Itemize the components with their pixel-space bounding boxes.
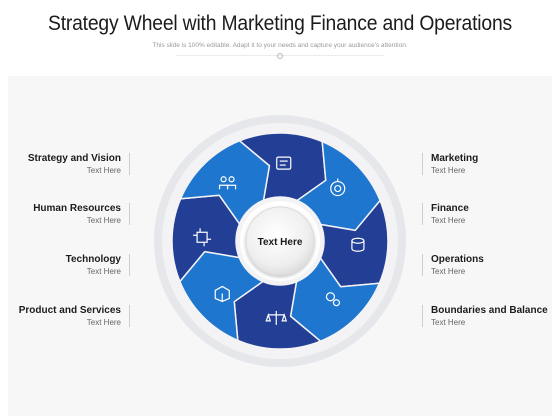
people-hr-icon (218, 176, 237, 190)
wheel-segment (171, 194, 241, 283)
label-title: Boundaries and Balance (431, 305, 548, 316)
subtitle-dot-icon (277, 53, 283, 59)
wheel-segment (238, 132, 327, 202)
wheel-icons (193, 156, 365, 325)
label-human-resources: Human Resources Text Here (33, 203, 130, 225)
label-desc: Text Here (86, 318, 121, 327)
wheel-segment (179, 140, 271, 225)
label-title: Finance (431, 203, 469, 214)
label-finance: Finance Text Here (422, 203, 469, 225)
label-desc: Text Here (86, 166, 121, 175)
label-marketing: Marketing Text Here (422, 153, 478, 175)
coins-finance-icon (351, 237, 365, 252)
label-title: Human Resources (33, 203, 121, 214)
chess-strategy-icon (276, 156, 292, 170)
label-technology: Technology Text Here (66, 254, 130, 276)
label-desc: Text Here (431, 267, 466, 276)
circuit-technology-icon (193, 228, 212, 247)
label-boundaries-and-balance: Boundaries and Balance Text Here (422, 305, 548, 327)
computer-marketing-icon (330, 178, 346, 197)
label-title: Operations (431, 254, 484, 265)
label-desc: Text Here (86, 267, 121, 276)
gears-operations-icon (325, 292, 341, 307)
strategy-wheel: Text Here (154, 115, 406, 367)
hub-label: Text Here (258, 237, 303, 248)
label-title: Technology (65, 254, 121, 265)
balance-scale-icon (265, 310, 288, 325)
label-title: Strategy and Vision (27, 153, 121, 164)
label-title: Marketing (431, 153, 479, 164)
label-desc: Text Here (86, 216, 121, 225)
label-product-and-services: Product and Services Text Here (19, 305, 130, 327)
wheel-segment (319, 199, 389, 288)
label-strategy-and-vision: Strategy and Vision Text Here (28, 153, 130, 175)
slide-title: Strategy Wheel with Marketing Finance an… (47, 12, 512, 35)
label-title: Product and Services (18, 305, 121, 316)
label-operations: Operations Text Here (422, 254, 484, 276)
hub-circle (245, 206, 315, 276)
product-box-icon (214, 285, 230, 303)
label-desc: Text Here (431, 318, 466, 327)
label-desc: Text Here (431, 166, 466, 175)
slide-subtitle: This slide is 100% editable. Adapt it to… (152, 42, 408, 49)
wheel-segment (179, 250, 264, 342)
label-desc: Text Here (431, 216, 466, 225)
